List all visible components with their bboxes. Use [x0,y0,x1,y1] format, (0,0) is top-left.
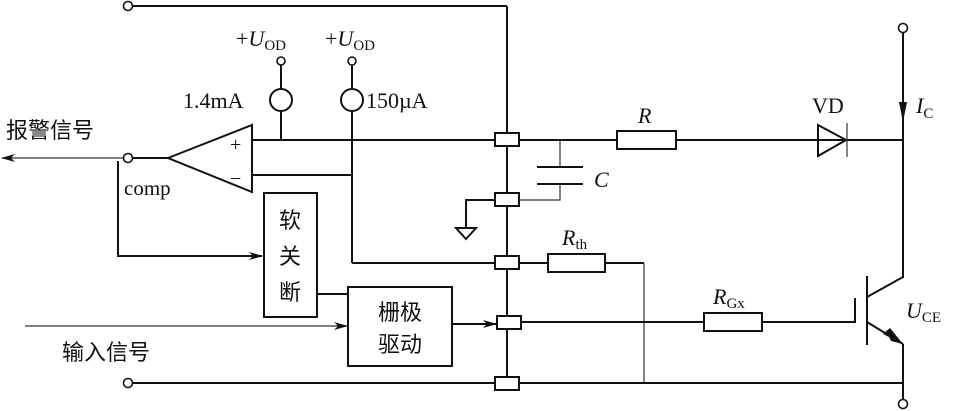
svg-text:关: 关 [279,245,301,270]
capacitor-label: C [594,167,609,192]
current-source-1-4ma [269,56,293,140]
current-source-2-label: 150µA [366,88,428,113]
svg-text:驱动: 驱动 [378,333,422,358]
opamp-minus-sign: − [230,168,241,190]
current-source-circle [340,88,364,112]
comparator: + − [165,123,495,194]
top-terminal [122,0,134,12]
pin-4 [496,315,522,330]
current-source-150ua [340,56,495,264]
ground [453,199,495,241]
diode-vd [817,123,849,158]
resistor-rth [547,253,606,273]
pin-3 [494,255,520,270]
diode-label: VD [812,93,844,118]
alarm-signal-label: 报警信号 [6,119,94,144]
current-source-circle [269,88,293,112]
comp-label: comp [124,176,171,200]
resistor-rgx [703,312,763,332]
pin-5 [494,376,520,391]
pin-1 [494,132,520,147]
svg-text:软: 软 [279,209,301,234]
soft-shutdown-block: 软 关 断 [263,192,318,318]
supply-label-right: +UOD [325,26,375,54]
svg-text:断: 断 [279,281,301,306]
collector-terminal [897,22,909,34]
collector-current-label: IC [915,93,933,122]
bottom-left-terminal [122,377,134,389]
supply-terminal-right [347,56,357,66]
resistor-r-label: R [637,103,652,128]
supply-terminal-left [276,56,286,66]
input-signal-label: 输入信号 [62,341,150,366]
uce-label: UCE [906,298,941,326]
igbt [854,276,904,400]
ground-icon [453,227,479,241]
comp-terminal [122,152,134,164]
rth-label: Rth [561,225,588,253]
capacitor-c [519,140,583,201]
current-arrow-icon [899,102,907,122]
rgx-label: RGx [712,284,745,312]
emitter-terminal [897,398,909,410]
bottom-wire [122,377,909,410]
resistor-r [616,130,677,150]
igbt-collector-leg [866,276,904,298]
current-source-1-label: 1.4mA [183,88,244,113]
gate-drive-block: 栅极 驱动 [347,286,453,367]
pin-2 [494,192,520,207]
top-wire [122,0,507,12]
supply-label-left: +UOD [236,26,286,54]
svg-text:栅极: 栅极 [378,301,422,326]
opamp-plus-sign: + [230,134,241,156]
comp-to-soft-shutdown [117,161,263,260]
